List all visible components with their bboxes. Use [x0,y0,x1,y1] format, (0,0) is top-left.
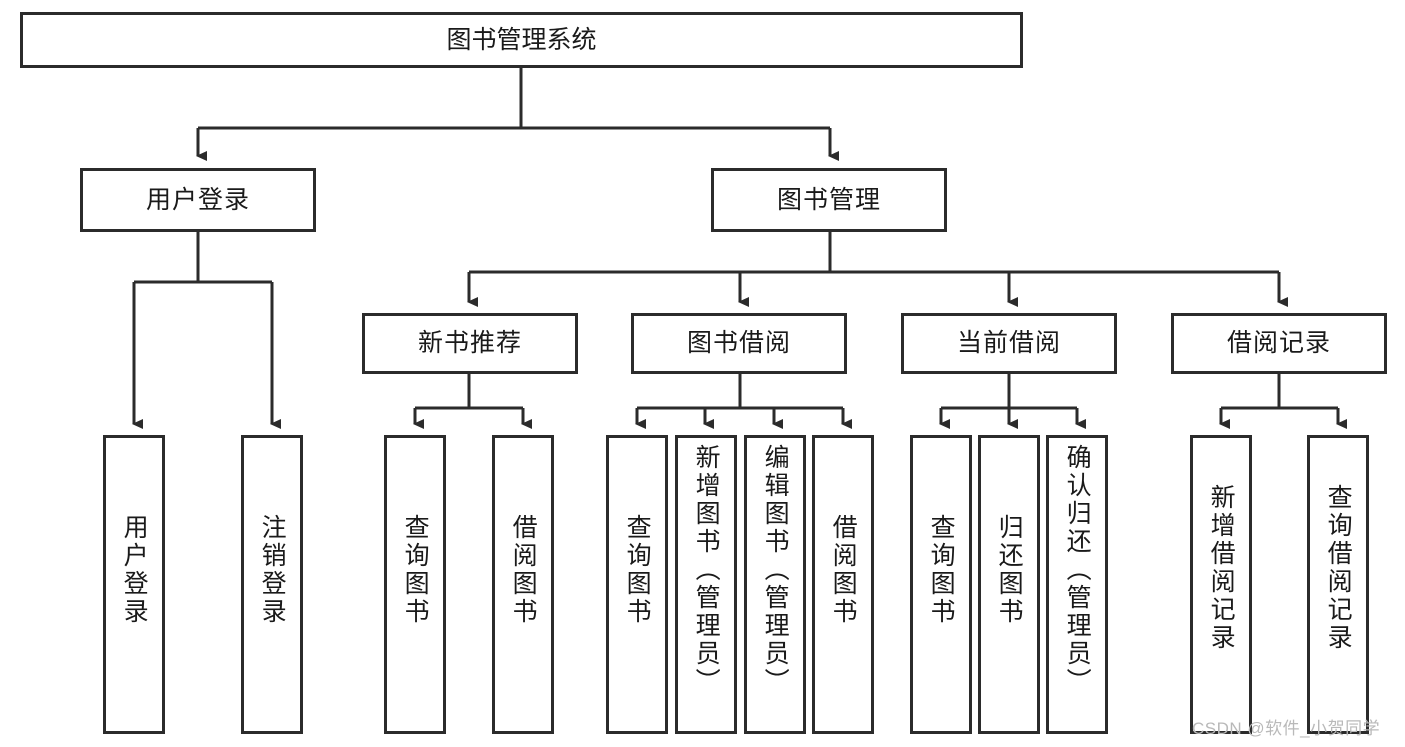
node-label: 新增图书（管理员） [692,444,721,696]
leaf-query-book-borrow[interactable]: 查询图书 [606,435,668,734]
leaf-confirm-return-admin[interactable]: 确认归还（管理员） [1046,435,1108,734]
node-current-borrow[interactable]: 当前借阅 [901,313,1117,374]
leaf-logout[interactable]: 注销登录 [241,435,303,734]
node-label: 查询图书 [623,514,652,626]
node-label: 查询图书 [401,514,430,626]
leaf-query-book-recommend[interactable]: 查询图书 [384,435,446,734]
node-label: 借阅记录 [1226,329,1331,358]
node-label: 当前借阅 [956,329,1061,358]
node-label: 图书管理系统 [446,25,597,54]
leaf-borrow-book[interactable]: 借阅图书 [812,435,874,734]
node-label: 查询图书 [927,514,956,626]
node-label: 用户登录 [145,185,250,214]
node-label: 注销登录 [258,514,287,626]
node-new-book-recommend[interactable]: 新书推荐 [362,313,578,374]
csdn-watermark: CSDN @软件_小贺同学 [1192,719,1381,738]
node-label: 用户登录 [120,514,149,626]
node-label: 新书推荐 [417,329,522,358]
leaf-edit-book-admin[interactable]: 编辑图书（管理员） [744,435,806,734]
node-root-system[interactable]: 图书管理系统 [20,12,1023,68]
node-label: 借阅图书 [509,514,538,626]
node-label: 编辑图书（管理员） [761,444,790,696]
leaf-query-borrow-record[interactable]: 查询借阅记录 [1307,435,1369,734]
node-user-login[interactable]: 用户登录 [80,168,316,232]
leaf-add-borrow-record[interactable]: 新增借阅记录 [1190,435,1252,734]
leaf-user-login[interactable]: 用户登录 [103,435,165,734]
leaf-add-book-admin[interactable]: 新增图书（管理员） [675,435,737,734]
leaf-borrow-book-recommend[interactable]: 借阅图书 [492,435,554,734]
node-label: 归还图书 [995,514,1024,626]
node-book-management[interactable]: 图书管理 [711,168,947,232]
node-label: 确认归还（管理员） [1063,444,1092,696]
node-label: 图书借阅 [686,329,791,358]
node-label: 图书管理 [776,185,881,214]
leaf-return-book[interactable]: 归还图书 [978,435,1040,734]
node-borrow-record[interactable]: 借阅记录 [1171,313,1387,374]
node-label: 借阅图书 [829,514,858,626]
node-book-borrow[interactable]: 图书借阅 [631,313,847,374]
leaf-query-book-current[interactable]: 查询图书 [910,435,972,734]
node-label: 新增借阅记录 [1207,484,1236,652]
node-label: 查询借阅记录 [1324,484,1353,652]
